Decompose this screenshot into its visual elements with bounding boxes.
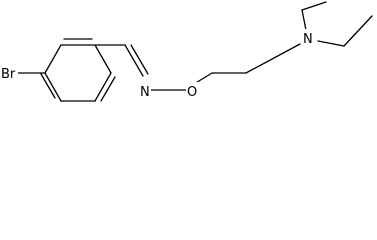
bond-n-ethyl1: [301, 9, 307, 31]
bond-ch-n: [124, 44, 144, 77]
ring-double-bond: [40, 73, 56, 99]
ring-bond: [94, 44, 112, 74]
atom-bromine: Br: [0, 64, 18, 82]
atom-label-o: O: [187, 85, 197, 100]
atom-label-br: Br: [1, 67, 16, 82]
atom-label-amine-n: N: [303, 32, 313, 47]
ring-double-bond: [100, 76, 116, 102]
ring-bond: [94, 72, 112, 102]
bond-ethyl1: [301, 1, 327, 11]
bond-n-ethyl2: [317, 40, 345, 47]
atom-imine-nitrogen: N: [139, 82, 151, 100]
ring-bond: [44, 44, 62, 74]
chemical-structure: Br N O N: [0, 1, 373, 102]
bond-ch-n-double: [130, 44, 149, 75]
bond-ethyl2: [343, 15, 373, 47]
bond-ch2-n: [245, 43, 301, 74]
atom-label-imine-n: N: [140, 85, 150, 100]
atom-ether-oxygen: O: [186, 82, 198, 100]
ring-bond: [44, 72, 62, 102]
atom-amine-nitrogen: N: [302, 29, 315, 47]
benzene-ring: [40, 38, 116, 102]
